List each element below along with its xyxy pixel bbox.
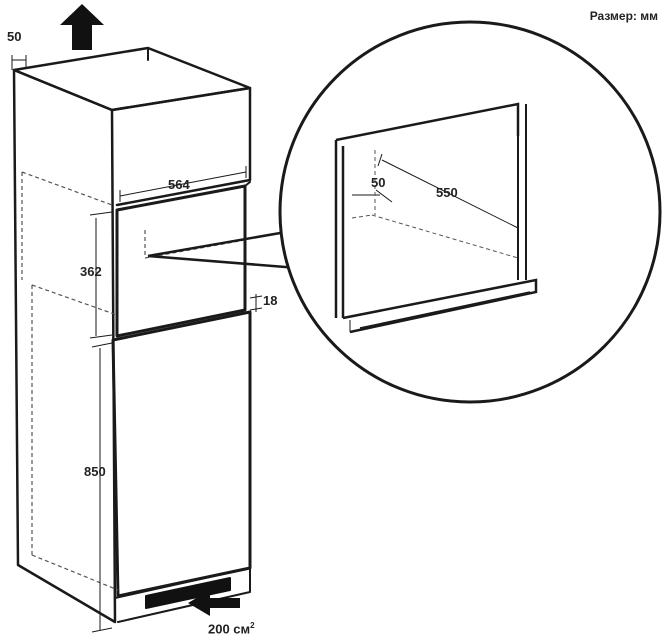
vent-area-value: 200 см: [208, 621, 251, 637]
vent-slot: [145, 577, 231, 609]
dim-detail-depth: 550: [436, 185, 458, 200]
vent-area-superscript: 2: [250, 621, 255, 630]
oven-niche: [115, 184, 247, 338]
detail-magnifier: [278, 20, 662, 404]
dim-niche-height: 362: [80, 264, 102, 279]
vent-area-label: 200 см2: [208, 621, 255, 637]
dim-base-height: 850: [84, 464, 106, 479]
intake-arrow: [188, 590, 240, 616]
dim-detail-gap: 50: [371, 175, 386, 190]
dim-shelf-thickness: 18: [263, 293, 278, 308]
detail-pointer: [147, 230, 299, 270]
units-label: Размер: мм: [589, 9, 658, 23]
base-cabinet: [111, 310, 252, 598]
cabinet-top-front: [110, 86, 252, 207]
cabinet-top: [12, 46, 252, 112]
dim-top-gap: 50: [7, 29, 22, 44]
dim-niche-width: 564: [168, 177, 190, 192]
plinth: [114, 567, 251, 623]
exhaust-arrow-up: [60, 4, 104, 50]
